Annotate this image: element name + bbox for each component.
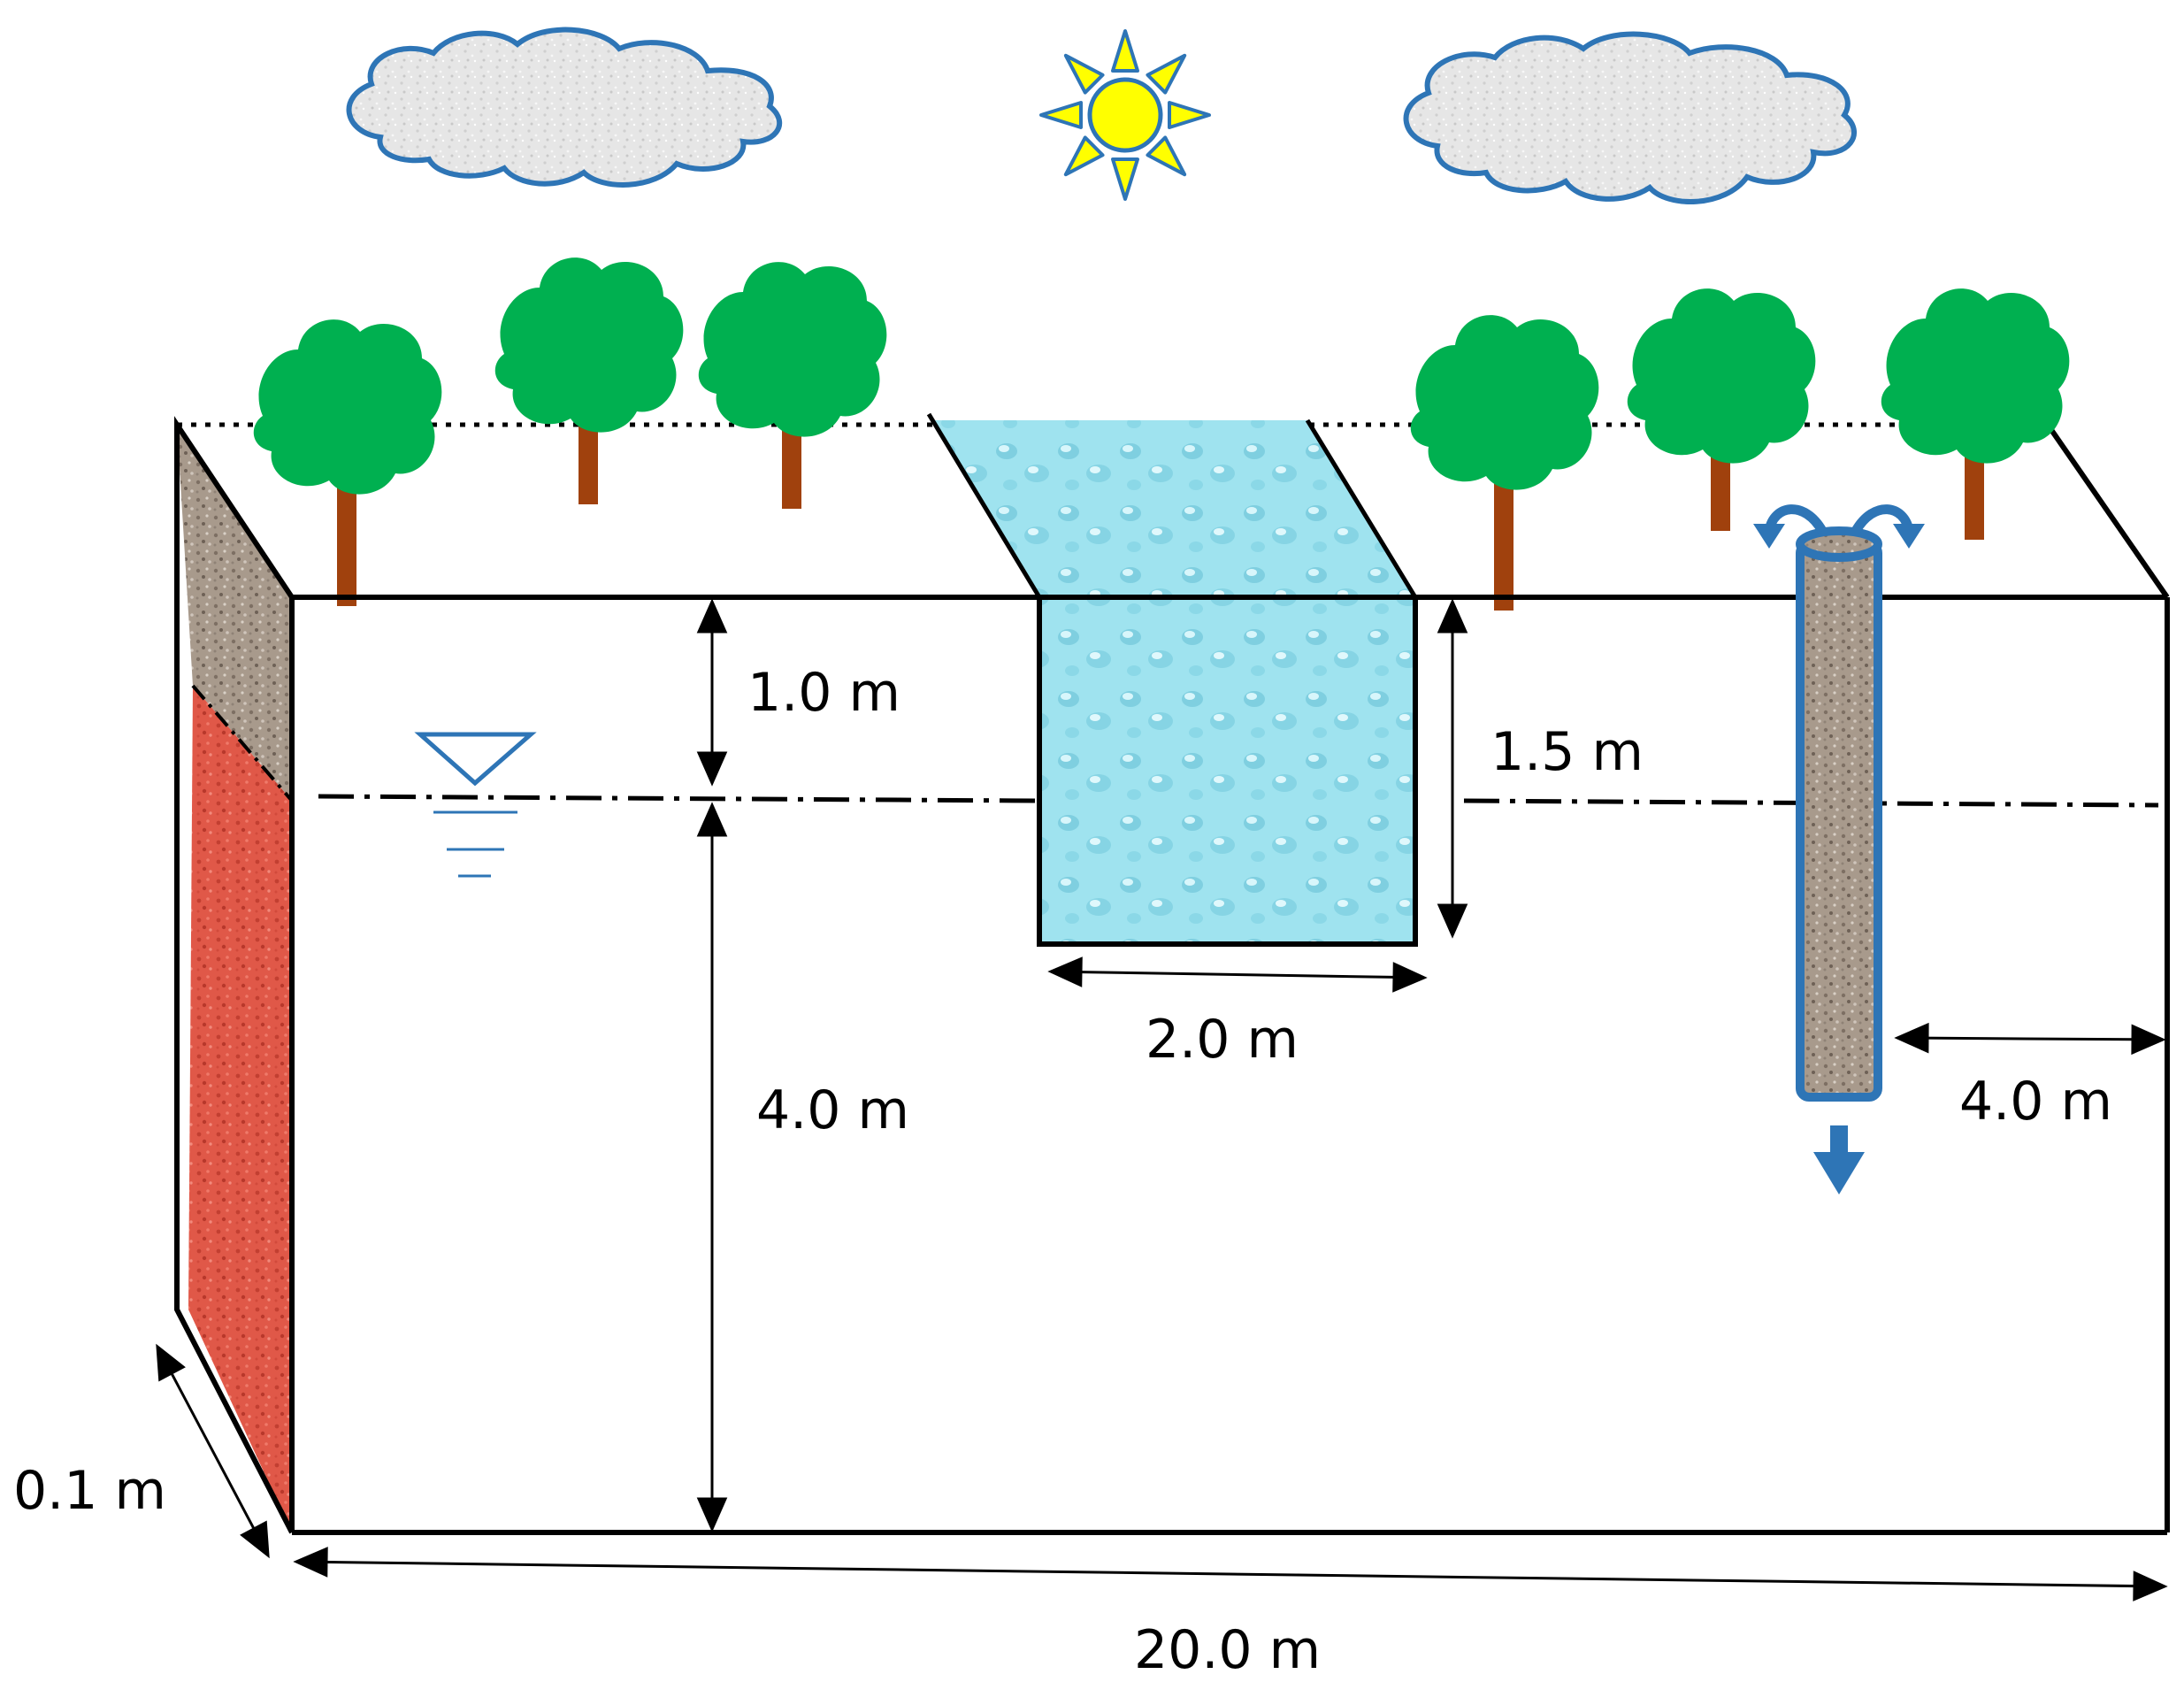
- tree-icon: [698, 262, 887, 509]
- arrow-down-icon: [1813, 1125, 1865, 1194]
- trench-top-face: [933, 420, 1415, 597]
- domain-right-top-edge: [2045, 423, 2170, 599]
- sun-icon: [1039, 29, 1211, 201]
- label-depth-to-water-table: 1.0 m: [747, 662, 900, 724]
- saturated-zone-side-face: [188, 686, 292, 1532]
- tree-icon: [253, 319, 442, 606]
- dim-trench-depth: [1437, 598, 1468, 939]
- dim-saturated-thickness: [696, 802, 728, 1532]
- well: [1796, 526, 1882, 1102]
- cloud-icon: [1403, 31, 1857, 204]
- trench-left-edge: [926, 412, 1042, 599]
- dim-trench-width: [1047, 956, 1428, 993]
- dim-depth-to-water-table: [696, 598, 728, 787]
- trench-front-face: [1037, 595, 1418, 947]
- side-face-water-table: [191, 684, 294, 803]
- tree-icon: [494, 257, 684, 504]
- cloud-icon: [346, 27, 783, 188]
- tree-icon: [1881, 288, 2070, 540]
- water-table-line-right: [1463, 798, 2159, 808]
- label-well-to-edge: 4.0 m: [1959, 1071, 2112, 1133]
- dim-domain-thickness: [156, 1343, 270, 1559]
- label-trench-depth: 1.5 m: [1490, 721, 1644, 783]
- label-domain-length: 20.0 m: [1134, 1619, 1321, 1681]
- tree-icon: [1410, 315, 1599, 611]
- dim-domain-length: [293, 1547, 2168, 1601]
- water-table-line-left: [318, 794, 1036, 803]
- curved-arrow-icon: [1753, 504, 1827, 549]
- curved-arrow-icon: [1851, 504, 1925, 549]
- unsaturated-zone-side-face: [177, 425, 292, 801]
- label-saturated-thickness: 4.0 m: [756, 1079, 909, 1141]
- trench-right-edge: [1305, 419, 1418, 599]
- side-face-outline: [174, 416, 295, 1534]
- label-trench-width: 2.0 m: [1146, 1009, 1299, 1071]
- dim-well-to-edge: [1894, 1022, 2166, 1056]
- water-table-icon: [414, 732, 537, 878]
- tree-icon: [1627, 288, 1816, 531]
- label-domain-thickness: 0.1 m: [13, 1460, 166, 1522]
